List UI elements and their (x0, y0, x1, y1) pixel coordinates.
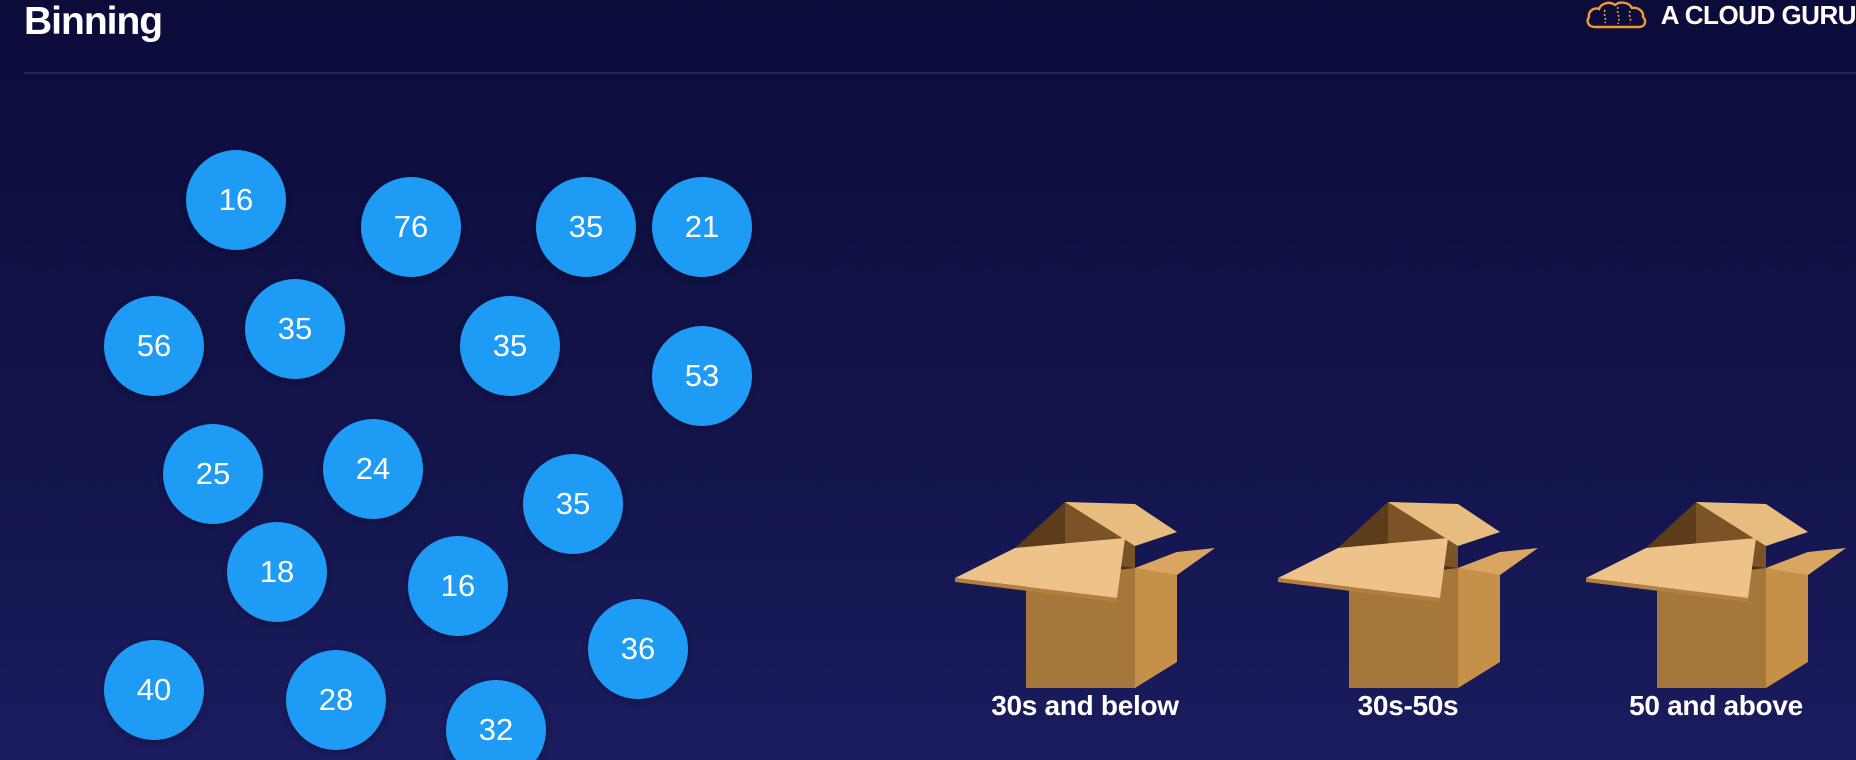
brand: A CLOUD GURU (1585, 0, 1856, 30)
open-box-icon (1586, 502, 1846, 688)
cloud-logo-icon (1586, 1, 1647, 29)
value-bubbles: 16 76 35 21 56 35 35 53 25 24 35 18 16 3… (0, 0, 780, 760)
bin-label: 30s-50s (1357, 690, 1459, 721)
brand-name: A CLOUD GURU (1660, 0, 1856, 30)
value-bubble: 16 (408, 536, 508, 636)
value-bubble: 18 (227, 522, 327, 622)
value-bubble: 25 (163, 424, 263, 524)
open-box-icon (955, 502, 1215, 688)
value-bubble: 35 (523, 454, 623, 554)
value-bubble: 28 (286, 650, 386, 750)
value-bubble: 53 (652, 326, 752, 426)
title-divider (24, 72, 1856, 74)
bin-30s-50s: 30s-50s (1268, 490, 1548, 750)
value-bubble: 56 (104, 296, 204, 396)
bin-30s-and-below: 30s and below (945, 490, 1225, 750)
value-bubble: 76 (361, 177, 461, 277)
value-bubble: 35 (536, 177, 636, 277)
value-bubble: 21 (652, 177, 752, 277)
bin-label: 30s and below (991, 690, 1179, 721)
slide-title: Binning (24, 0, 163, 43)
bin-50-and-above: 50 and above (1576, 490, 1856, 750)
open-box-icon (1278, 502, 1538, 688)
value-bubble: 35 (245, 279, 345, 379)
value-bubble: 32 (446, 680, 546, 760)
bin-label: 50 and above (1629, 690, 1803, 721)
value-bubble: 16 (186, 150, 286, 250)
value-bubble: 35 (460, 296, 560, 396)
value-bubble: 36 (588, 599, 688, 699)
value-bubble: 40 (104, 640, 204, 740)
value-bubble: 24 (323, 419, 423, 519)
